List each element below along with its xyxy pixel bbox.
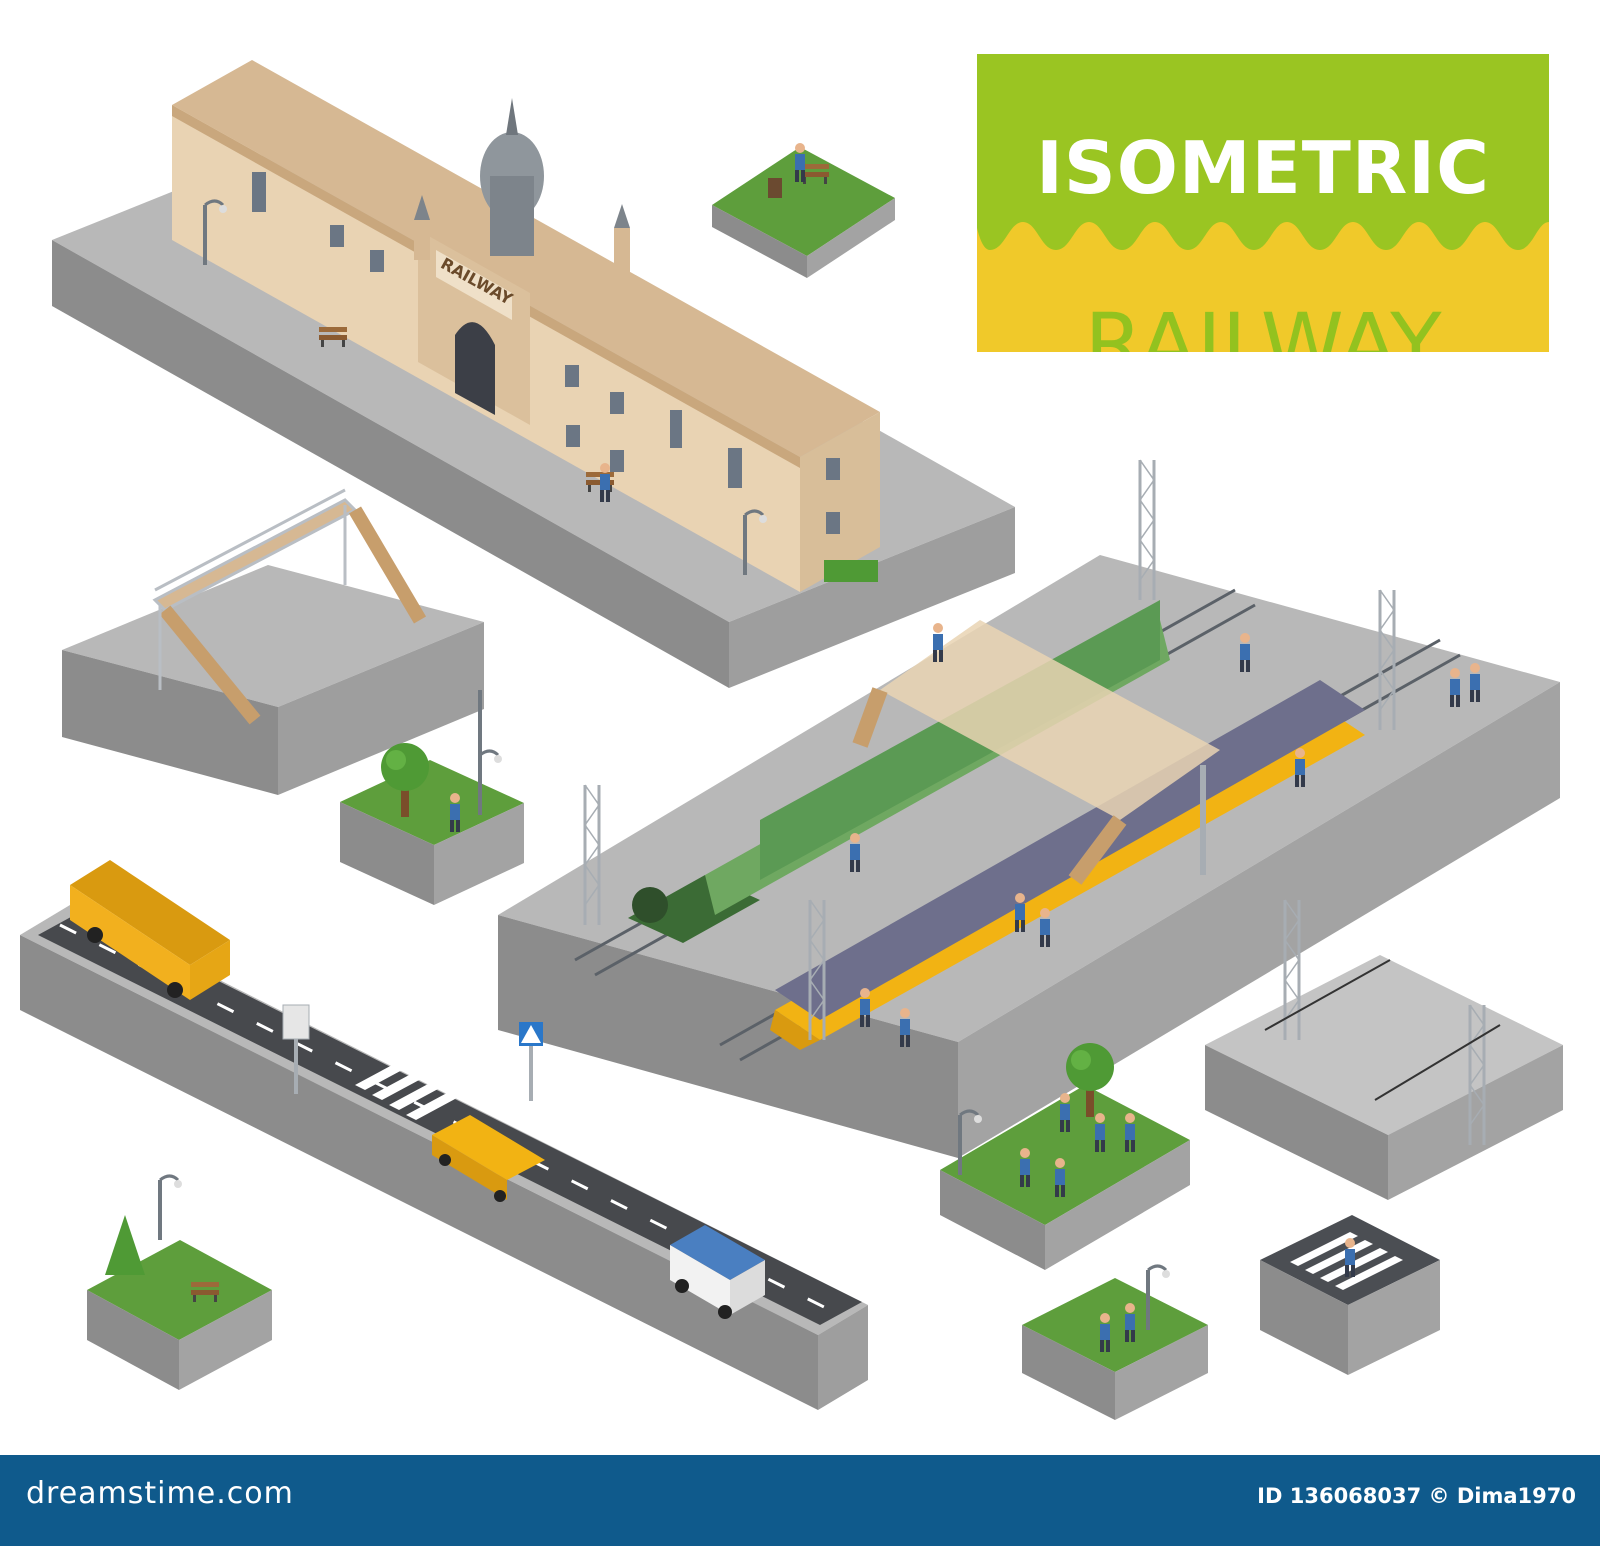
title-word-railway: RAILWAY <box>1084 295 1442 352</box>
road-sign-board <box>282 1004 310 1040</box>
title-wave-divider <box>977 204 1549 250</box>
station-roof <box>172 60 880 457</box>
stock-footer-bar: dreamstime.com ID 136068037 © Dima1970 <box>0 1455 1600 1546</box>
footer-image-id: ID 136068037 © Dima1970 <box>1257 1484 1576 1508</box>
road-tile <box>20 860 868 1410</box>
title-panel: ISOMETRIC RAILWAY <box>977 54 1549 352</box>
crosswalk-tile <box>1260 1215 1440 1375</box>
school-bus <box>70 860 230 1000</box>
title-panel-top <box>977 54 1549 204</box>
tree-bench-tile <box>87 1174 272 1390</box>
platform-footbridge <box>852 620 1220 885</box>
yellow-train <box>770 680 1365 1050</box>
station-entrance-door <box>455 322 495 415</box>
railway-platform-tile <box>498 458 1560 1158</box>
station-tile: RAILWAY <box>52 60 1015 688</box>
people-tile <box>1022 1264 1208 1420</box>
footbridge-tile <box>62 488 484 795</box>
station-windows <box>252 172 840 534</box>
catenary-tile <box>1205 898 1563 1200</box>
park-tile <box>940 1043 1190 1270</box>
isometric-railway-scene: RAILWAY <box>20 60 1563 1420</box>
tree-lamp-tile <box>340 690 524 905</box>
white-van <box>670 1225 765 1319</box>
footer-site-logo: dreamstime.com <box>26 1476 294 1511</box>
footbridge <box>152 488 427 725</box>
pedestrian-crossing-sign-icon <box>519 1022 543 1101</box>
zebra-crossing <box>355 1050 481 1120</box>
bench-park-tile <box>712 143 895 278</box>
title-word-isometric: ISOMETRIC <box>1036 126 1490 210</box>
taxi-car <box>432 1115 545 1202</box>
